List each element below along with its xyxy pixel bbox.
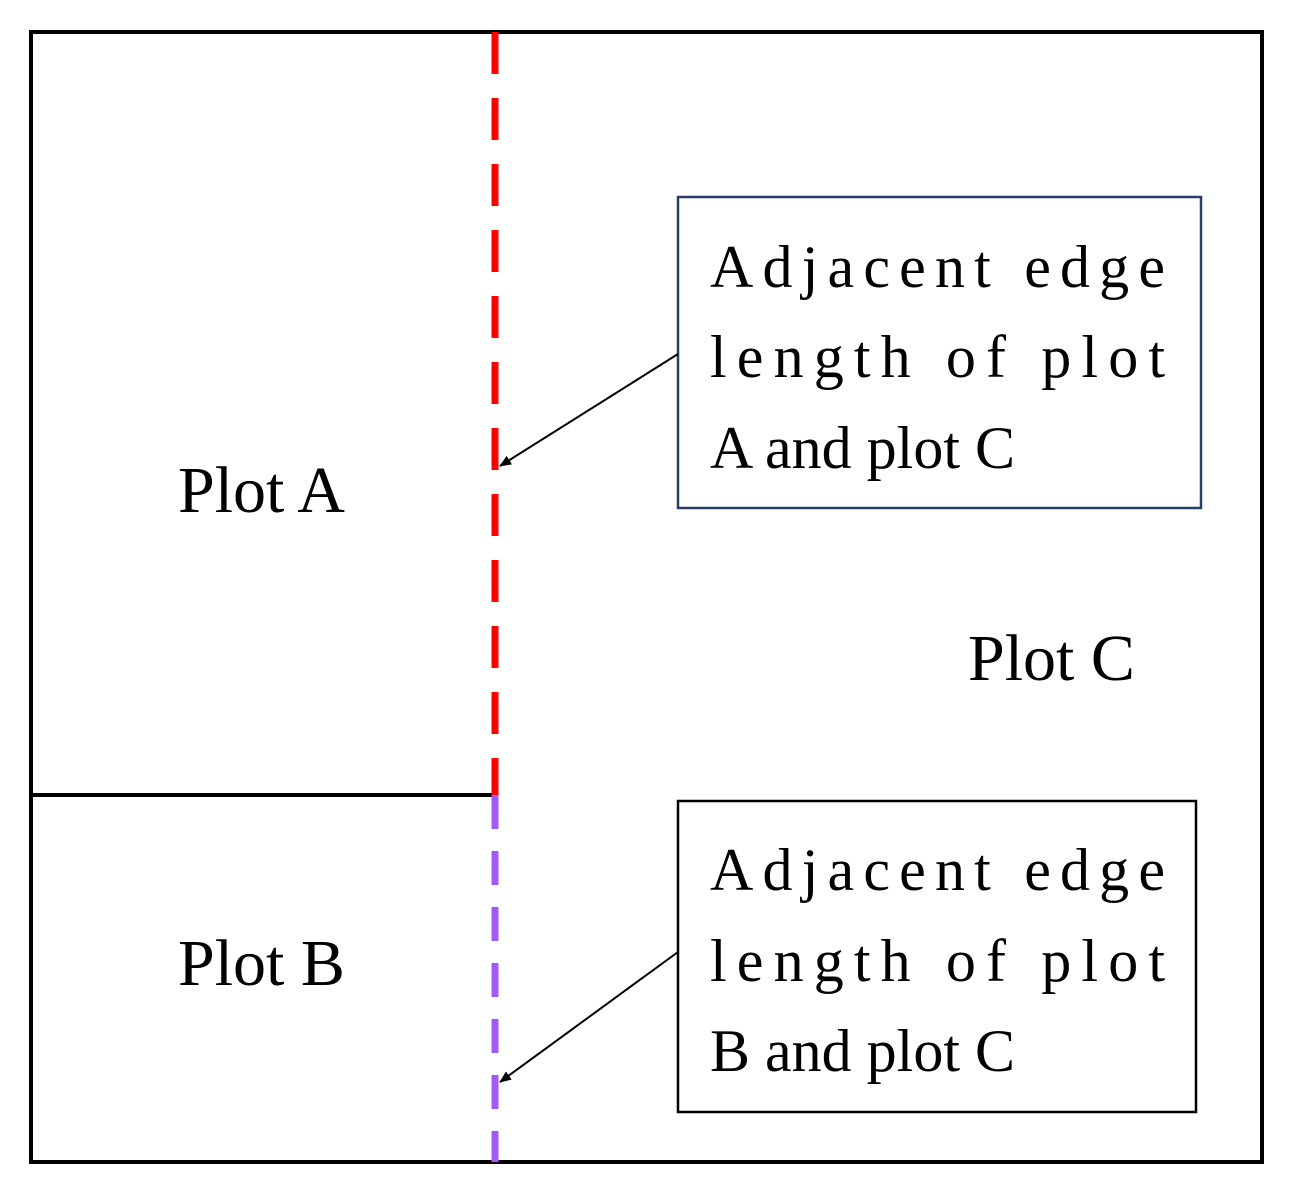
plot-a-label: Plot A — [178, 454, 345, 527]
annotation-a-c-line-3: A and plot C — [710, 415, 1015, 481]
annotation-b-c-line-3: B and plot C — [710, 1018, 1015, 1084]
arrow-to-edge-a-c — [499, 353, 679, 467]
plot-c-label: Plot C — [968, 622, 1135, 695]
plot-b-label: Plot B — [178, 927, 345, 1000]
annotation-b-c-line-1: Adjacent edge — [710, 837, 1165, 903]
annotation-box-a-c: Adjacent edge length of plot A and plot … — [676, 195, 1203, 510]
annotation-box-b-c: Adjacent edge length of plot B and plot … — [676, 799, 1198, 1114]
arrow-to-edge-b-c — [499, 951, 679, 1083]
annotation-a-c-line-1: Adjacent edge — [710, 234, 1165, 300]
